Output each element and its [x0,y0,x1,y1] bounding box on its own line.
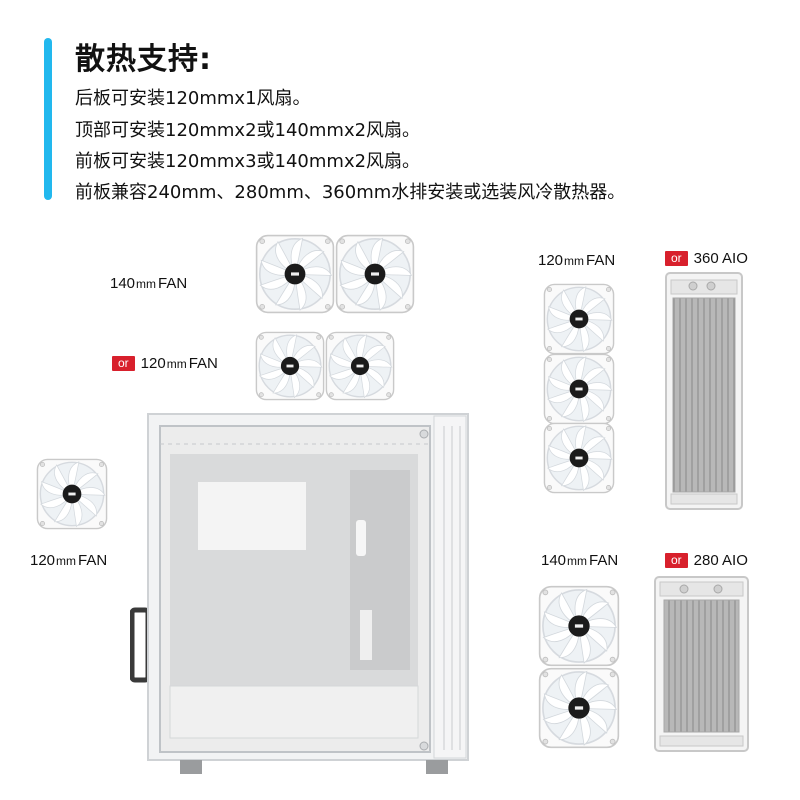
label-num: 120 [140,355,166,372]
fan-icon [335,234,415,314]
label-unit: mm [564,254,585,268]
fan-icon [325,331,395,401]
fan-icon [255,331,325,401]
spec-front-radiator: 前板兼容240mm、280mm、360mm水排安装或选装风冷散热器。 [75,182,626,203]
or-badge: or [112,356,135,371]
fan-icon [538,667,620,749]
or-badge: or [665,251,688,266]
label-text: 280 AIO [693,552,748,569]
label-unit: mm [567,554,588,568]
radiator-icon [654,576,749,752]
page-heading: 散热支持: [75,42,212,77]
spec-top-fans: 顶部可安装120mmx2或140mmx2风扇。 [75,120,421,141]
spec-rear-fan: 后板可安装120mmx1风扇。 [75,88,311,109]
label-num: 140 [110,275,136,292]
label-suffix: FAN [188,355,218,372]
fan-icon [255,234,335,314]
label-num: 120 [30,552,56,569]
fan-icon [538,585,620,667]
label-unit: mm [136,277,157,291]
label-unit: mm [56,554,77,568]
accent-bar [44,38,52,200]
label-360-aio: or 360 AIO [665,250,748,267]
fan-icon [543,283,615,355]
label-suffix: FAN [586,252,616,269]
label-num: 120 [538,252,564,269]
label-suffix: FAN [158,275,188,292]
label-suffix: FAN [78,552,108,569]
label-unit: mm [166,357,187,371]
fan-icon [543,422,615,494]
label-suffix: FAN [589,552,619,569]
radiator-icon [665,272,743,510]
fan-icon [543,353,615,425]
pc-case-icon [130,410,475,782]
spec-front-fans: 前板可安装120mmx3或140mmx2风扇。 [75,151,421,172]
fan-icon [36,458,108,530]
label-280-aio: or 280 AIO [665,552,748,569]
label-num: 140 [541,552,567,569]
or-badge: or [665,553,688,568]
label-text: 360 AIO [693,250,748,267]
